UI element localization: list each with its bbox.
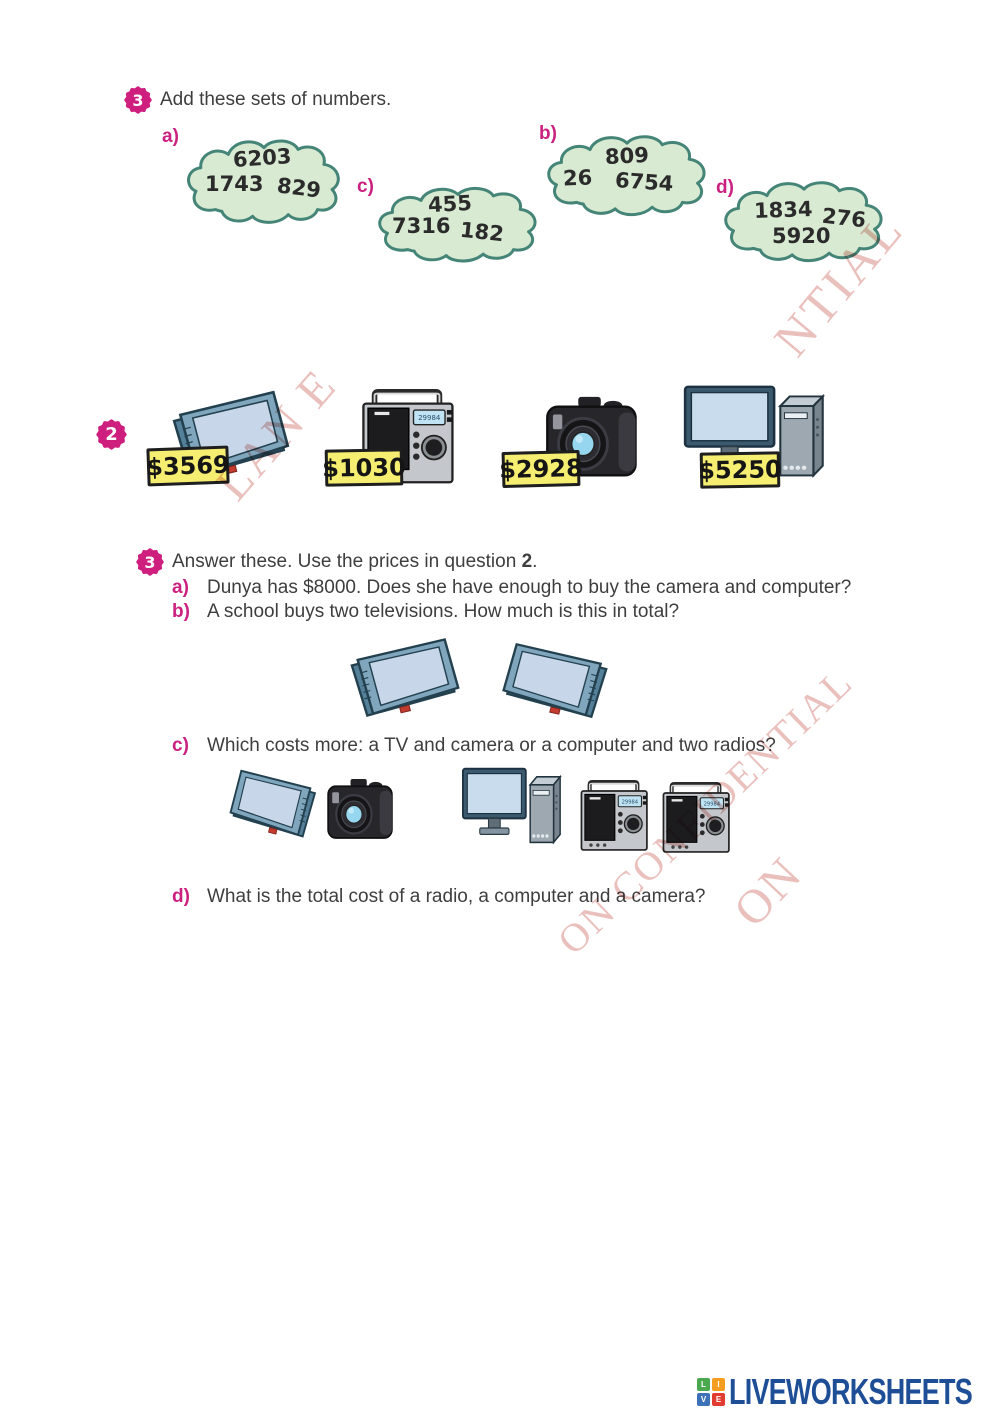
- cloud-c: 455 7316 182: [374, 184, 542, 266]
- price-tag-television: $3569: [146, 445, 230, 487]
- radio-illustration: [576, 780, 651, 852]
- question-number-badge: 3: [124, 86, 152, 114]
- cloud-number: 182: [458, 217, 505, 247]
- cloud-number: 1743: [205, 172, 264, 196]
- cloud-b: 809 26 6754: [543, 132, 711, 220]
- question-number: 3: [144, 552, 156, 572]
- television-illustration: [226, 766, 318, 842]
- computer-illustration: [460, 764, 566, 852]
- q3-top-prompt: Add these sets of numbers.: [160, 89, 392, 110]
- cloud-d-label: d): [716, 177, 734, 198]
- cloud-d: 1834 276 5920: [720, 178, 888, 266]
- question-number-badge: 2: [96, 419, 127, 450]
- cloud-number: 809: [604, 142, 650, 170]
- logo-square-e: E: [712, 1393, 725, 1406]
- cloud-number: 1834: [753, 196, 813, 224]
- price-tag-radio: $1030: [322, 448, 406, 487]
- part-d-label: d): [172, 886, 190, 907]
- watermark-fragment: ON: [723, 847, 813, 937]
- part-a-text: Dunya has $8000. Does she have enough to…: [207, 577, 852, 598]
- part-c-text: Which costs more: a TV and camera or a c…: [207, 735, 776, 756]
- part-a-label: a): [172, 577, 189, 598]
- part-d-text: What is the total cost of a radio, a com…: [207, 886, 706, 907]
- cloud-number: 5920: [772, 224, 831, 248]
- prompt-suffix: .: [532, 551, 538, 572]
- cloud-number: 26: [562, 165, 593, 191]
- q3-bottom-prompt: Answer these. Use the prices in question…: [172, 551, 537, 573]
- prompt-prefix: Answer these. Use the prices in question: [172, 551, 522, 572]
- question-number-badge: 3: [136, 548, 164, 576]
- cloud-c-label: c): [357, 176, 374, 197]
- question-number: 3: [132, 90, 144, 110]
- brand-wordmark: LIVEWORKSHEETS: [729, 1371, 973, 1412]
- part-b-text: A school buys two televisions. How much …: [207, 601, 680, 622]
- cloud-number: 6203: [232, 143, 293, 173]
- cloud-a-label: a): [162, 126, 179, 147]
- cloud-number: 6754: [614, 167, 675, 197]
- cloud-number: 829: [275, 173, 323, 203]
- camera-illustration: [320, 776, 398, 846]
- radio-illustration: [658, 782, 733, 854]
- part-c-label: c): [172, 735, 189, 756]
- liveworksheets-logo-icon: L I V E: [697, 1378, 725, 1406]
- question-number: 2: [105, 424, 118, 445]
- price-tag-computer: $5250: [698, 451, 782, 489]
- logo-square-v: V: [697, 1393, 710, 1406]
- logo-square-l: L: [697, 1378, 710, 1391]
- cloud-b-label: b): [539, 123, 557, 144]
- part-b-label: b): [172, 601, 190, 622]
- liveworksheets-logo[interactable]: L I V E LIVEWORKSHEETS: [697, 1371, 1000, 1413]
- television-illustration: [348, 634, 464, 722]
- cloud-number: 7316: [392, 214, 451, 238]
- prompt-bold-ref: 2: [521, 551, 533, 572]
- logo-square-i: I: [712, 1378, 725, 1391]
- cloud-a: 6203 1743 829: [183, 136, 345, 228]
- price-tag-camera: $2928: [499, 449, 583, 489]
- television-illustration: [498, 639, 610, 723]
